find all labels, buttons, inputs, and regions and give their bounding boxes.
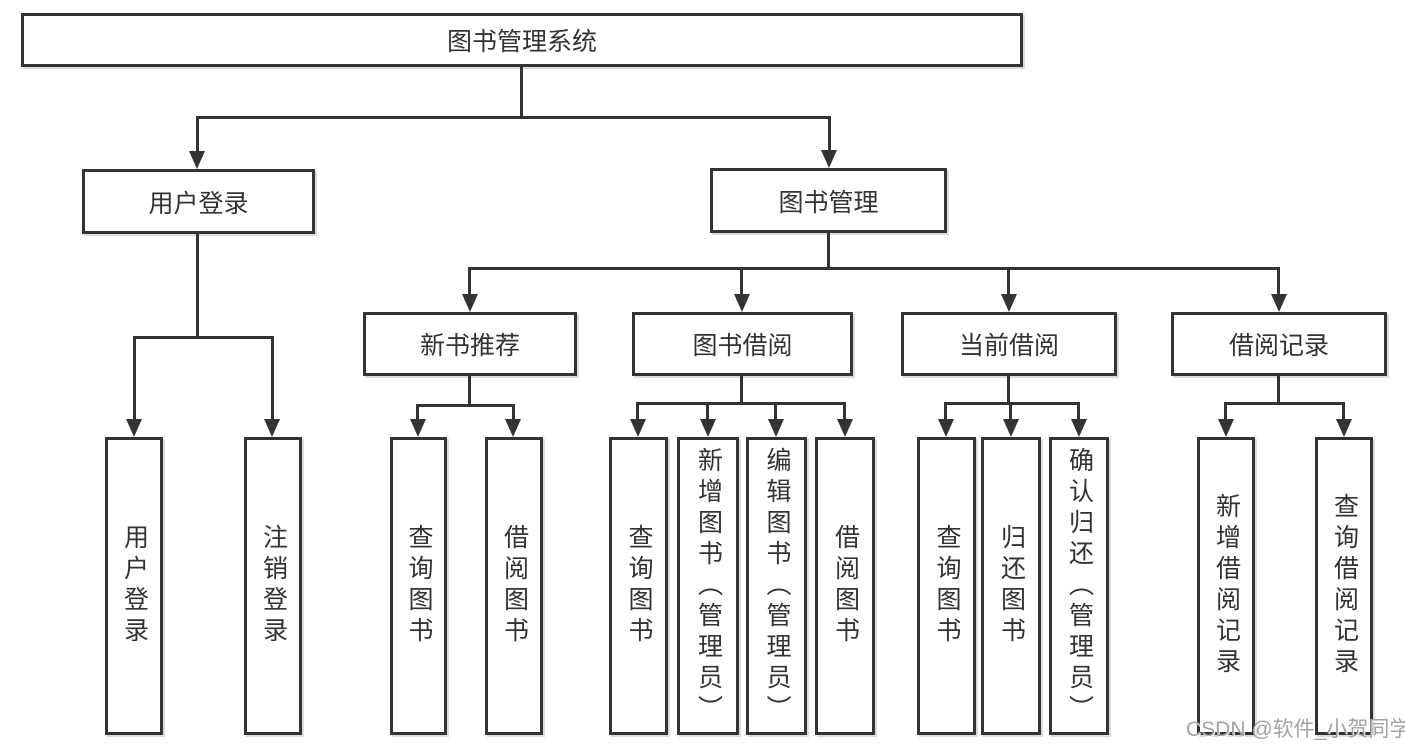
arrow-down-icon [189,151,205,169]
node-label: 注销登录 [259,524,288,648]
node-user-login: 用户登录 [82,169,315,234]
node-label: 当前借阅 [958,332,1059,360]
connector-vline [636,402,639,421]
node-label: 查询图书 [933,524,961,648]
connector-vline [706,402,709,421]
node-label: 归还图书 [997,524,1026,648]
connector-vline [740,267,743,296]
arrow-down-icon [264,419,280,437]
node-root-library-system: 图书管理系统 [21,13,1023,67]
connector-hline [1224,402,1345,405]
node-label: 查询借阅记录 [1330,493,1359,679]
csdn-watermark: CSDN @软件_小贺同学 [1186,718,1405,741]
arrow-down-icon [734,294,750,312]
connector-hline [416,404,515,407]
connector-vline [843,402,846,421]
node-label: 图书管理 [778,188,879,217]
arrow-down-icon [1001,294,1017,312]
node-current-borrowing: 当前借阅 [901,312,1117,376]
arrow-down-icon [700,419,716,437]
connector-hline [636,402,846,405]
arrow-down-icon [1218,419,1234,437]
connector-vline [1007,267,1010,296]
node-label: 图书借阅 [692,332,793,360]
arrow-down-icon [1071,419,1087,437]
node-label: 新增图书（管理员） [694,446,723,726]
connector-vline [1277,376,1280,404]
connector-vline [133,336,136,421]
arrow-down-icon [630,419,646,437]
node-label: 借阅记录 [1228,332,1329,360]
leaf-borrow-books: 借阅图书 [815,437,875,735]
connector-vline [944,402,947,421]
connector-vline [1009,402,1012,421]
connector-vline [468,376,471,406]
connector-vline [196,116,199,151]
arrow-down-icon [410,419,426,437]
arrow-down-icon [462,294,478,312]
connector-vline [1007,376,1010,404]
leaf-borrow-books-recommend: 借阅图书 [485,437,543,735]
connector-hline [133,336,274,339]
arrow-down-icon [821,150,837,168]
connector-vline [520,67,523,117]
arrow-down-icon [1003,419,1019,437]
node-label: 确认归还（管理员） [1065,446,1094,726]
node-label: 编辑图书（管理员） [763,446,791,726]
connector-vline [828,116,831,151]
connector-vline [1224,402,1227,421]
connector-vline [827,233,830,269]
connector-vline [1077,402,1080,421]
connector-vline [271,336,274,421]
node-borrowing-records: 借阅记录 [1171,312,1387,376]
leaf-query-books-current: 查询图书 [917,437,976,735]
connector-hline [468,267,1280,270]
node-book-borrowing: 图书借阅 [632,312,853,376]
node-label: 图书管理系统 [446,28,597,56]
connector-hline [944,402,1080,405]
arrow-down-icon [1271,294,1287,312]
node-book-management: 图书管理 [710,168,947,233]
arrow-down-icon [505,419,521,437]
leaf-return-books: 归还图书 [981,437,1041,735]
leaf-add-borrow-record: 新增借阅记录 [1197,437,1255,735]
node-label: 新增借阅记录 [1212,493,1241,679]
leaf-logout: 注销登录 [244,437,302,735]
arrow-down-icon [837,419,853,437]
node-label: 新书推荐 [419,332,520,360]
node-label: 借阅图书 [831,524,860,648]
connector-vline [774,402,777,421]
connector-vline [468,267,471,296]
leaf-query-books-borrowing: 查询图书 [609,437,668,735]
node-label: 用户登录 [148,189,249,218]
connector-vline [740,376,743,404]
leaf-user-login: 用户登录 [105,437,163,735]
arrow-down-icon [938,419,954,437]
leaf-query-borrow-record: 查询借阅记录 [1315,437,1373,735]
connector-vline [416,404,419,421]
leaf-confirm-return-admin: 确认归还（管理员） [1049,437,1109,735]
connector-hline [196,116,831,119]
leaf-query-books-recommend: 查询图书 [390,437,447,735]
arrow-down-icon [1336,419,1352,437]
node-label: 查询图书 [405,524,433,648]
connector-vline [196,234,199,338]
arrow-down-icon [768,419,784,437]
node-label: 查询图书 [625,524,653,648]
node-label: 借阅图书 [500,524,529,648]
leaf-edit-books-admin: 编辑图书（管理员） [746,437,807,735]
node-label: 用户登录 [120,524,149,648]
arrow-down-icon [126,419,142,437]
node-new-book-recommend: 新书推荐 [363,312,577,376]
connector-vline [512,404,515,421]
connector-vline [1342,402,1345,421]
leaf-add-books-admin: 新增图书（管理员） [677,437,739,735]
connector-vline [1277,267,1280,296]
